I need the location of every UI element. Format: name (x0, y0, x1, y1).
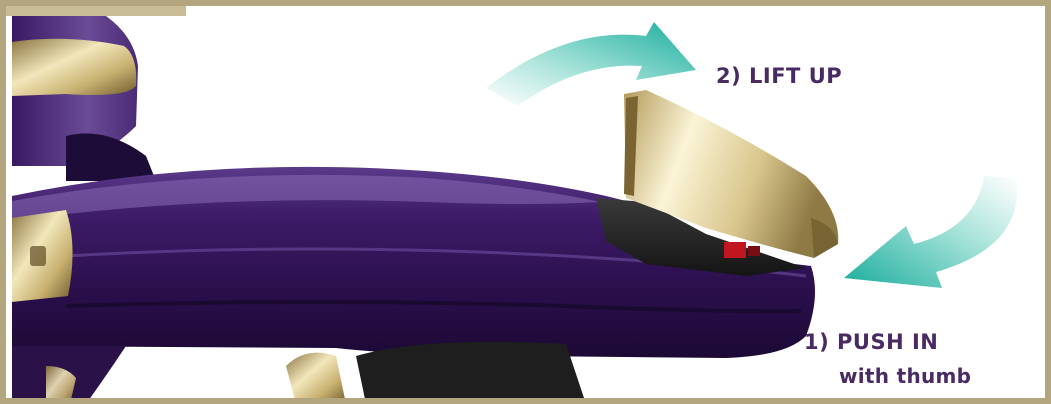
latch-spring (748, 246, 760, 256)
step2-label: 2) LIFT UP (716, 64, 842, 88)
release-latch (724, 242, 746, 258)
step1-detail: with thumb (839, 364, 971, 388)
step1-label: 1) PUSH IN (804, 330, 938, 354)
trigger-guard (286, 353, 346, 404)
grip (356, 342, 586, 404)
curved-arrow-clockwise-icon (486, 22, 696, 106)
hopper-gold-band (12, 39, 136, 96)
curved-arrow-down-left-icon (844, 176, 1017, 288)
side-plate-button (30, 246, 46, 266)
hopper-shadow (66, 134, 156, 182)
